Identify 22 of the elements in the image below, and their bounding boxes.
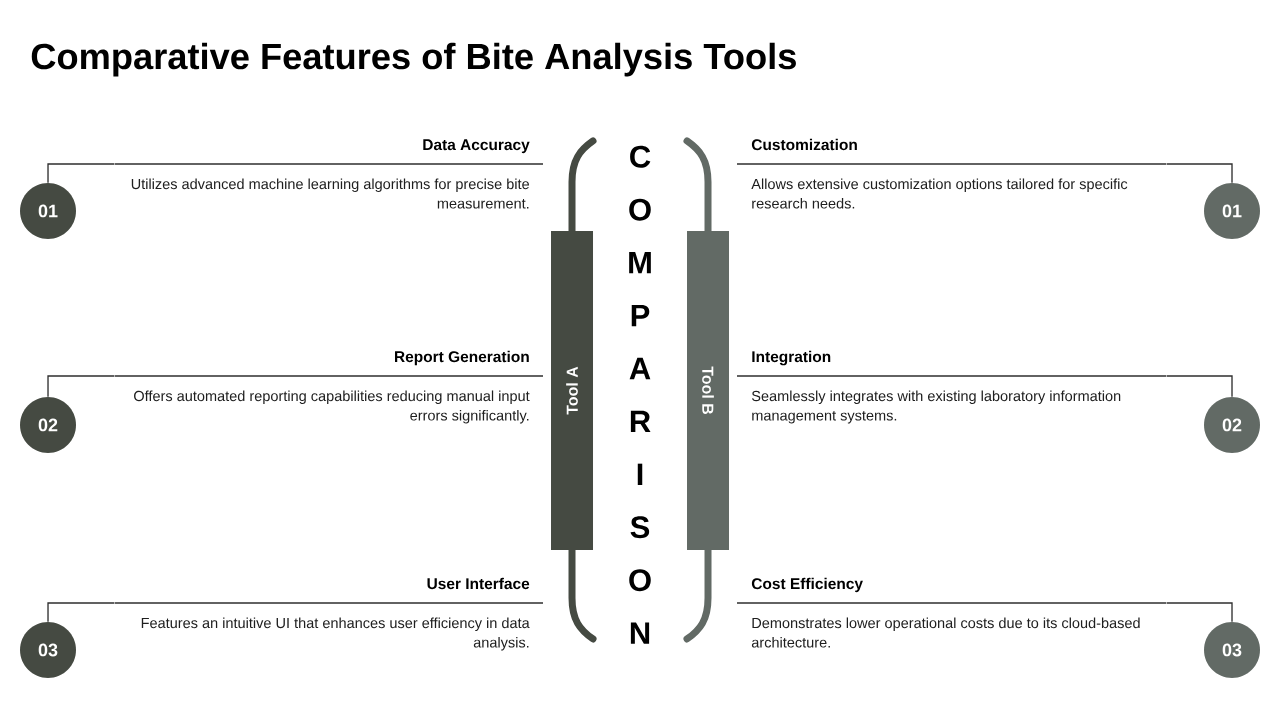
connector-line	[1165, 163, 1233, 184]
connector-line	[47, 602, 116, 623]
connector-line	[1165, 602, 1233, 623]
tool-bar: Tool A	[551, 231, 593, 550]
feature-description: Utilizes advanced machine learning algorithms for precise bite measurement.	[131, 178, 529, 209]
feature-heading: User Interface	[427, 577, 530, 590]
connector-line	[1165, 375, 1233, 398]
feature-heading: Data Accuracy	[423, 139, 530, 154]
feature-description: Seamlessly integrates with existing laboratory information management systems.	[751, 390, 1121, 424]
feature-description: Features an intuitive UI that enhances user efficiency in data analysis.	[141, 617, 530, 651]
feature-description: Demonstrates lower operational costs due to its cloud-based architecture.	[751, 617, 1140, 648]
feature-heading: Customization	[751, 138, 857, 151]
vertical-word: COMPARISON	[629, 145, 651, 644]
feature-heading: Integration	[752, 350, 831, 366]
title: Comparative Features of Bite Analysis Tools	[31, 42, 796, 77]
connector-line	[47, 163, 116, 184]
connector-line	[47, 375, 116, 398]
feature-heading: Cost Efficiency	[751, 577, 863, 593]
tool-bar: Tool B	[687, 231, 729, 550]
feature-description: Offers automated reporting capabilities reducing manual input errors significantly.	[134, 390, 530, 424]
feature-description: Allows extensive customization options tailored for specific research needs.	[751, 178, 1128, 209]
feature-heading: Report Generation	[395, 350, 529, 366]
